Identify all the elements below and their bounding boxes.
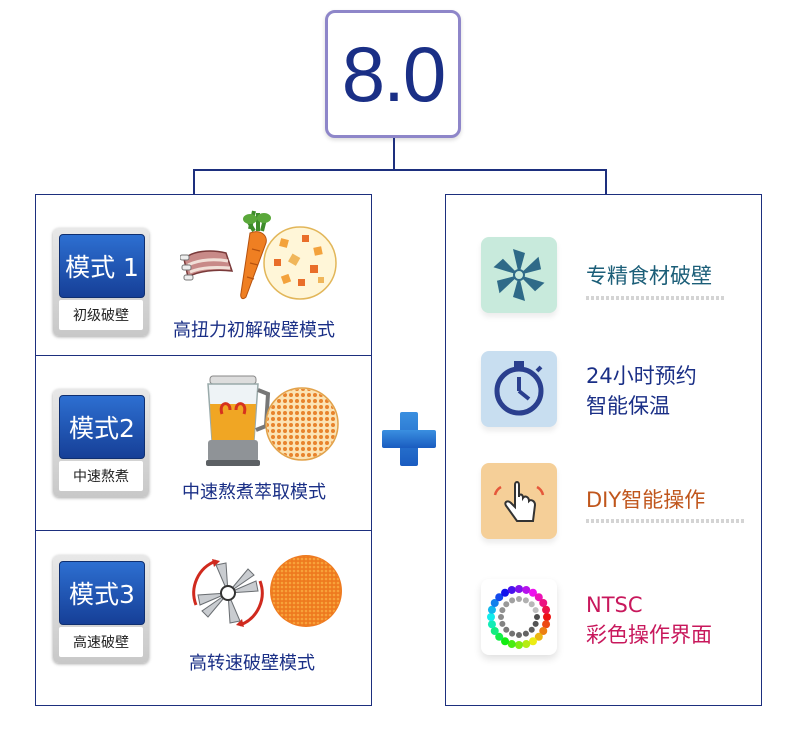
feature-label: 24小时预约	[586, 364, 697, 388]
ribs-icon	[180, 250, 234, 281]
version-badge: 8.0	[325, 10, 461, 138]
version-number: 8.0	[341, 29, 446, 118]
ground-food-icon	[265, 387, 339, 461]
mode-caption-2: 中速熬煮萃取模式	[182, 482, 326, 503]
mode-badge-sub: 高速破壁	[59, 627, 143, 657]
feature-tile-3	[481, 463, 557, 539]
mode-row-2: 模式2 中速熬煮 中速熬煮萃取模式	[36, 356, 370, 516]
mode-badge-sub: 初级破壁	[59, 300, 143, 330]
decorative-dots	[586, 296, 726, 300]
mode-caption-3: 高转速破壁模式	[189, 653, 315, 674]
feature-label: 专精食材破壁	[586, 264, 712, 288]
mode-badge-1: 模式 1 初级破壁	[53, 228, 149, 336]
feature-text-3: DIY智能操作	[586, 485, 705, 515]
diced-food-icon	[263, 226, 337, 300]
carrot-icon	[240, 210, 271, 300]
mode-badge-title: 模式3	[59, 561, 145, 625]
decorative-dots	[586, 519, 746, 523]
blender-jar-icon	[206, 375, 271, 466]
connector-horizontal	[193, 169, 607, 171]
feature-label: NTSC	[586, 593, 643, 617]
feature-text-2: 24小时预约 智能保温	[586, 361, 697, 421]
spinning-blade-icon	[192, 559, 264, 627]
feature-tile-1	[481, 237, 557, 313]
mode-row-3: 模式3 高速破壁	[36, 531, 370, 691]
mode-badge-title: 模式 1	[59, 234, 145, 298]
feature-label-2: 智能保温	[586, 394, 670, 418]
feature-tile-4	[481, 579, 557, 655]
stopwatch-icon	[494, 361, 544, 416]
mode-row-1: 模式 1 初级破壁	[36, 195, 370, 355]
mode-badge-title: 模式2	[59, 395, 145, 459]
mode-badge-3: 模式3 高速破壁	[53, 555, 149, 663]
connector-right	[605, 169, 607, 194]
feature-text-1: 专精食材破壁	[586, 261, 712, 291]
feature-label-2: 彩色操作界面	[586, 623, 712, 647]
mode-divider	[36, 355, 372, 356]
mode-caption-1: 高扭力初解破壁模式	[173, 320, 335, 341]
fine-puree-icon	[270, 555, 342, 627]
blade-icon	[493, 249, 545, 301]
feature-label: DIY智能操作	[586, 488, 706, 512]
connector-vertical	[393, 138, 395, 170]
connector-left	[193, 169, 195, 194]
mode-divider	[36, 530, 372, 531]
feature-text-4: NTSC 彩色操作界面	[586, 590, 712, 650]
plus-icon	[382, 412, 436, 466]
modes-panel: 模式 1 初级破壁	[35, 194, 372, 706]
mode-badge-sub: 中速熬煮	[59, 461, 143, 491]
tap-hand-icon	[493, 481, 545, 522]
features-panel: 专精食材破壁 24小时预约 智能保温 DIY智能操作 NTSC 彩色操作界面	[445, 194, 762, 706]
mode-badge-2: 模式2 中速熬煮	[53, 389, 149, 497]
feature-tile-2	[481, 351, 557, 427]
color-wheel-icon	[487, 585, 551, 649]
